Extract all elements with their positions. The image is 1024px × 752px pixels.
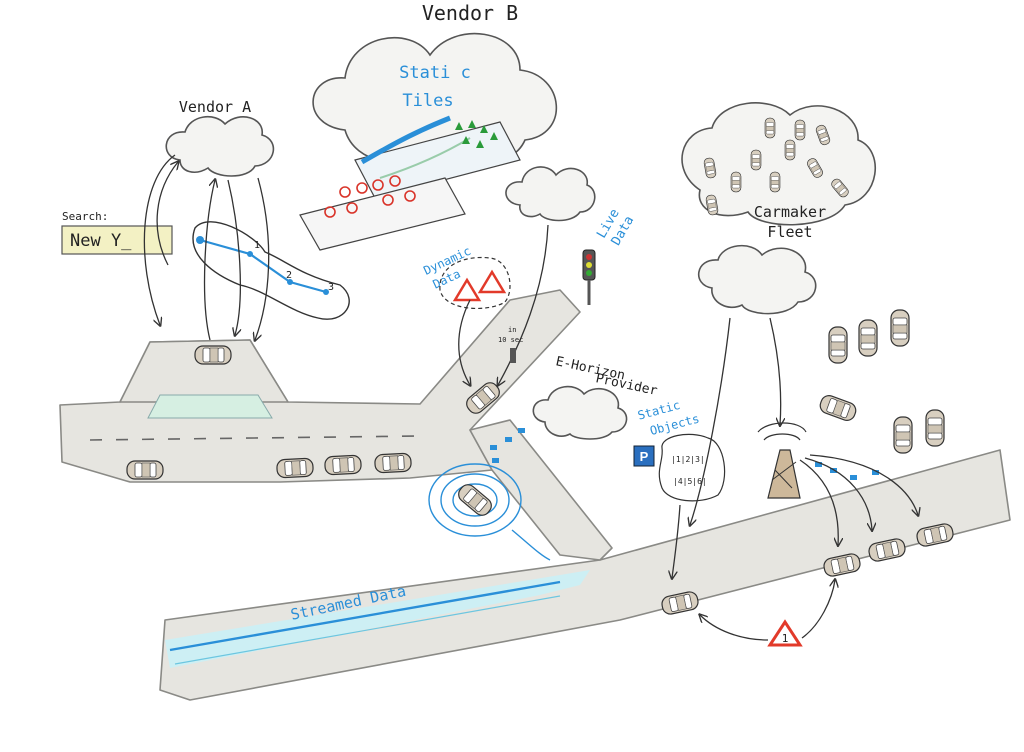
vendor-a-label: Vendor A <box>179 98 251 116</box>
parking-sign-label: P <box>640 449 649 464</box>
car-icon <box>373 452 413 474</box>
fleet-sync-cloud-icon <box>697 244 817 315</box>
parking-lot <box>119 339 289 403</box>
in-10-sec-line2: 10 sec <box>498 336 523 344</box>
carmaker-label-line2: Fleet <box>767 223 812 241</box>
vendor-b-label: Vendor B <box>422 1 518 25</box>
ehorizon-cloud-icon <box>532 385 628 440</box>
car-icon <box>275 457 315 479</box>
lane-marking <box>89 435 421 441</box>
static-tiles-label-line2: Tiles <box>402 91 453 111</box>
search-label: Search: <box>62 210 108 223</box>
car-icon <box>323 454 363 476</box>
table-cells-bottom: |4|5|6| <box>673 477 707 486</box>
vendor-a-cloud-icon <box>165 115 275 177</box>
map-pin-icons <box>324 175 416 218</box>
static-objects-bubble <box>658 433 726 502</box>
car-icon <box>126 460 164 480</box>
map-tile-top <box>354 121 521 199</box>
hazard-sign-icon <box>767 619 803 647</box>
road-hazard-group: 1 <box>700 580 835 647</box>
signal-waves <box>428 463 551 561</box>
roadwork-hazard-icon <box>452 277 482 302</box>
car-icon <box>893 416 913 454</box>
route-waypoint-2: 2 <box>286 270 292 281</box>
cell-tower-icon <box>757 422 807 499</box>
car-icon <box>828 326 848 364</box>
river-icon <box>360 115 451 165</box>
vendor-b-group: Vendor B Stati c Tiles <box>299 1 558 251</box>
route-waypoint-1: 1 <box>254 240 260 251</box>
table-cells-top: |1|2|3| <box>671 455 705 464</box>
parking-lot-green-area <box>147 394 273 419</box>
map-tile-bottom <box>299 177 466 251</box>
car-icon <box>925 409 945 447</box>
data-packets <box>490 428 525 463</box>
in-10-sec-line1: in <box>508 326 516 334</box>
vendor-a-group: Vendor A Search: New Y_ 1 2 3 <box>61 98 350 340</box>
roadwork-hazard-icon-2 <box>477 269 507 294</box>
hazard-number: 1 <box>782 632 789 645</box>
streamed-data-line <box>169 580 561 652</box>
dynamic-data-group: Dynamic Data Live Data in 10 sec <box>421 166 637 385</box>
route-line <box>199 238 327 294</box>
search-box <box>61 225 173 255</box>
streamed-data-line-2 <box>174 595 561 665</box>
road-network <box>59 289 1011 701</box>
car-icon <box>858 319 878 357</box>
route-waypoint-3: 3 <box>328 282 334 293</box>
car-icon <box>890 309 910 347</box>
static-tiles-label-line1: Stati c <box>399 63 471 83</box>
route-bubble <box>192 221 350 320</box>
search-value: New Y_ <box>70 231 132 251</box>
parking-sign-icon <box>633 445 655 467</box>
car-icon <box>194 345 232 365</box>
small-traffic-light-icon <box>510 348 516 363</box>
carmaker-label-line1: Carmaker <box>754 203 826 221</box>
live-data-cloud-icon <box>505 166 596 222</box>
tree-icons <box>455 120 498 148</box>
car-icon <box>817 392 859 424</box>
fleet-data-packets <box>815 462 879 480</box>
diagonal-road <box>469 419 613 561</box>
